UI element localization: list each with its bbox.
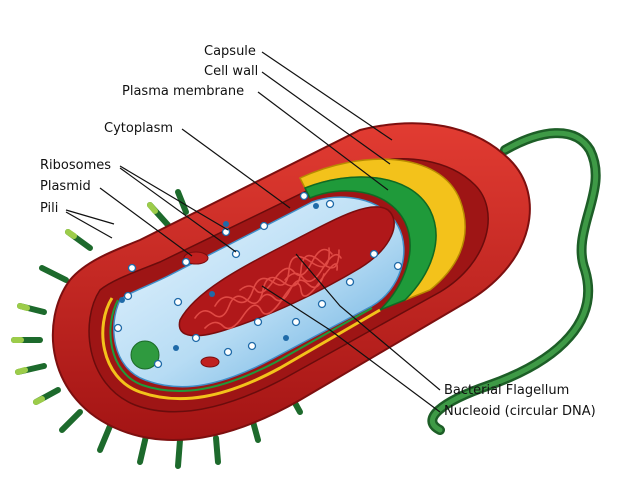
- ribosomes: [113, 191, 403, 369]
- plasmid: [200, 356, 220, 368]
- pilus: [137, 433, 149, 465]
- label-ribosomes: Ribosomes: [40, 158, 112, 173]
- nucleoid: [178, 206, 395, 337]
- label-plasma-membrane: Plasma membrane: [122, 84, 245, 99]
- pilus: [213, 435, 221, 465]
- label-cell-wall: Cell wall: [204, 64, 259, 79]
- pilus: [59, 409, 83, 433]
- pili-tips: [11, 202, 158, 405]
- pilus: [39, 265, 69, 283]
- label-cytoplasm: Cytoplasm: [104, 121, 174, 136]
- label-nucleoid: Nucleoid (circular DNA): [444, 404, 596, 419]
- label-capsule: Capsule: [204, 44, 256, 59]
- storage-granule: [130, 340, 160, 370]
- pilus: [175, 189, 189, 215]
- pilus: [175, 437, 183, 469]
- leader-lines: [65, 51, 441, 413]
- label-pili: Pili: [40, 201, 59, 216]
- plasma-membrane-layer: [303, 176, 437, 311]
- label-flagellum: Bacterial Flagellum: [444, 383, 570, 398]
- pilus: [97, 423, 113, 453]
- label-plasmid: Plasmid: [40, 179, 91, 194]
